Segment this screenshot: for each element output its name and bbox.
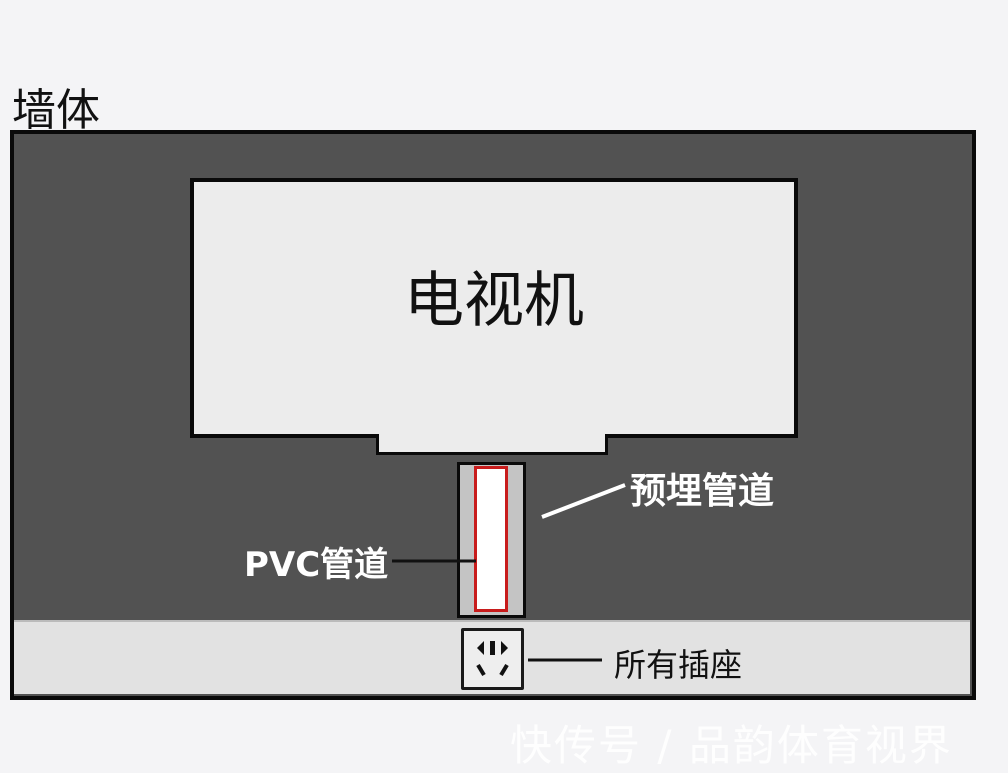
tv-box	[190, 178, 798, 438]
tv-bracket	[376, 434, 608, 455]
tv-label: 电视机	[404, 266, 584, 336]
sockets-label: 所有插座	[614, 646, 743, 684]
embedded-pipe-label: 预埋管道	[630, 471, 775, 512]
pvc-pipe	[474, 466, 508, 612]
socket-icon	[461, 628, 524, 690]
watermark: 快传号 / 品韵体育视界	[510, 721, 953, 770]
wall-label: 墙体	[12, 85, 100, 136]
embedded-leader-line	[541, 483, 626, 519]
pvc-pipe-label: PVC管道	[244, 545, 389, 585]
